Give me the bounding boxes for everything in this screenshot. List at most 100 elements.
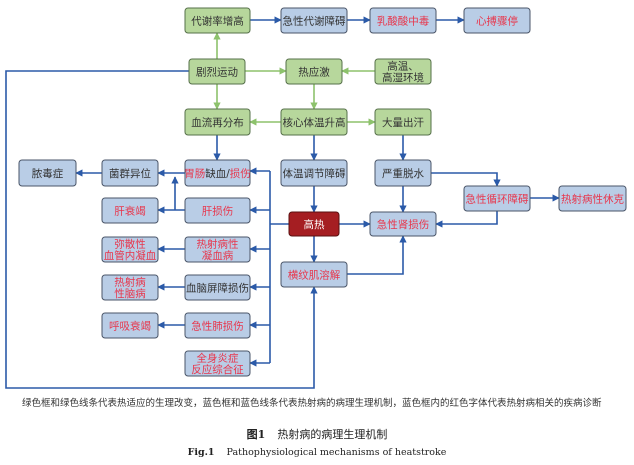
- label-line: 高温、: [387, 60, 419, 73]
- node-label: 高温、高湿环境: [382, 60, 424, 85]
- figure-caption-cn: 图1 热射病的病理生理机制: [0, 426, 634, 442]
- node-box: [558, 185, 627, 212]
- node-gi-ischemia: 胃肠缺血/损伤: [184, 159, 251, 187]
- node-dehydration: 严重脱水: [374, 159, 432, 187]
- node-hyperthermia: 高热: [288, 211, 340, 237]
- node-rhabdo: 横纹肌溶解: [280, 261, 348, 288]
- label-line: 热射病性: [197, 238, 239, 251]
- node-box: [280, 7, 348, 34]
- node-box: [374, 108, 432, 136]
- label-line: 血流再分布: [191, 116, 244, 129]
- node-liver-injury: 肝损伤: [184, 197, 251, 224]
- label-line: 大量出汗: [382, 116, 424, 129]
- legend-note: 绿色框和绿色线条代表热适应的生理改变，蓝色框和蓝色线条代表热射病的病理生理机制，…: [22, 398, 602, 409]
- figure-title-en: Pathophysiological mechanisms of heatstr…: [226, 447, 447, 458]
- label-segment: 胃肠: [184, 168, 205, 180]
- node-label: 严重脱水: [382, 167, 424, 180]
- label-line: 核心体温升高: [283, 116, 346, 129]
- label-line: 严重脱水: [382, 167, 424, 180]
- node-box: [188, 58, 246, 85]
- node-label: 急性肾损伤: [377, 218, 430, 231]
- node-label: 核心体温升高: [283, 116, 346, 129]
- node-label: 剧烈运动: [196, 66, 238, 78]
- node-box: [184, 7, 251, 34]
- node-translocation: 菌群异位: [101, 159, 159, 187]
- node-blood-redistribution: 血流再分布: [184, 108, 251, 136]
- node-sweating: 大量出汗: [374, 108, 432, 136]
- label-line: 菌群异位: [109, 167, 151, 180]
- label-line: 热应激: [298, 65, 330, 78]
- node-box: [101, 236, 159, 263]
- node-encephalopathy: 热射病性脑病: [101, 274, 159, 301]
- label-line: 弥散性: [114, 238, 146, 251]
- node-heat-stress: 热应激: [285, 58, 343, 85]
- node-label: 全身炎症反应综合征: [191, 352, 244, 377]
- node-label: 血脑屏障损伤: [186, 281, 249, 294]
- label-line: 脓毒症: [32, 167, 64, 180]
- node-label: 弥散性血管内凝血: [104, 238, 157, 262]
- node-box: [101, 197, 159, 224]
- node-box: [101, 159, 159, 187]
- node-label: 心搏骤停: [476, 14, 518, 27]
- node-box: [184, 312, 251, 339]
- node-coagulopathy: 热射病性凝血病: [184, 236, 251, 263]
- node-thermoregulation: 体温调节障碍: [280, 159, 348, 187]
- node-label: 乳酸酸中毒: [377, 14, 430, 27]
- label-line: 反应综合征: [191, 363, 244, 376]
- label-line: 心搏骤停: [476, 14, 518, 27]
- label-line: 急性肾损伤: [377, 218, 430, 231]
- node-box: [280, 159, 348, 187]
- node-box: [374, 159, 432, 187]
- label-line: 高湿环境: [382, 71, 424, 84]
- label-line: 急性代谢障碍: [283, 14, 346, 27]
- node-box: [285, 58, 343, 85]
- node-shock: 热射病性休克: [558, 185, 627, 212]
- label-line: 剧烈运动: [196, 66, 238, 78]
- blue-arrow: [435, 211, 498, 228]
- node-lung-injury: 急性肺损伤: [184, 312, 251, 339]
- blue-arrow: [431, 172, 501, 187]
- label-line: 凝血病: [202, 249, 234, 262]
- label-line: 横纹肌溶解: [288, 268, 341, 281]
- node-box: [101, 274, 159, 301]
- label-line: 急性肺损伤: [191, 319, 244, 332]
- node-dic: 弥散性血管内凝血: [101, 236, 159, 263]
- node-bbb: 血脑屏障损伤: [184, 274, 251, 301]
- node-label: 热射病性休克: [561, 192, 624, 205]
- label-line: 乳酸酸中毒: [377, 14, 430, 27]
- figure-label-cn: 图1: [246, 428, 266, 441]
- label-line: 肝衰竭: [114, 204, 146, 217]
- label-line: 急性循环障碍: [466, 192, 529, 205]
- node-label: 急性代谢障碍: [283, 14, 346, 27]
- node-label: 肝衰竭: [114, 204, 146, 217]
- node-box: [184, 159, 251, 187]
- node-lactic-acidosis: 乳酸酸中毒: [369, 7, 437, 34]
- node-box: [184, 236, 251, 263]
- node-exercise: 剧烈运动: [188, 58, 246, 85]
- node-box: [18, 159, 77, 187]
- node-box: [463, 185, 531, 212]
- node-label: 热应激: [298, 65, 330, 78]
- node-label: 代谢率增高: [191, 14, 244, 27]
- node-label: 大量出汗: [382, 116, 424, 129]
- node-label: 血流再分布: [191, 116, 244, 129]
- node-box: [184, 350, 251, 377]
- blue-arrow: [5, 70, 318, 389]
- label-line: 高热: [304, 218, 325, 231]
- node-box: [184, 108, 251, 136]
- node-core-temp: 核心体温升高: [280, 108, 348, 136]
- node-box: [369, 7, 437, 34]
- label-line: 性脑病: [114, 287, 146, 300]
- node-label: 肝损伤: [202, 204, 234, 217]
- blue-arrow: [347, 235, 407, 275]
- node-box: [184, 274, 251, 301]
- node-box: [369, 211, 437, 237]
- node-circulatory: 急性循环障碍: [463, 185, 531, 212]
- figure-title-cn: 热射病的病理生理机制: [277, 428, 388, 441]
- node-box: [184, 197, 251, 224]
- connector-lines: [5, 16, 560, 389]
- node-label: 热射病性凝血病: [197, 238, 239, 262]
- label-line: 肝损伤: [202, 204, 234, 217]
